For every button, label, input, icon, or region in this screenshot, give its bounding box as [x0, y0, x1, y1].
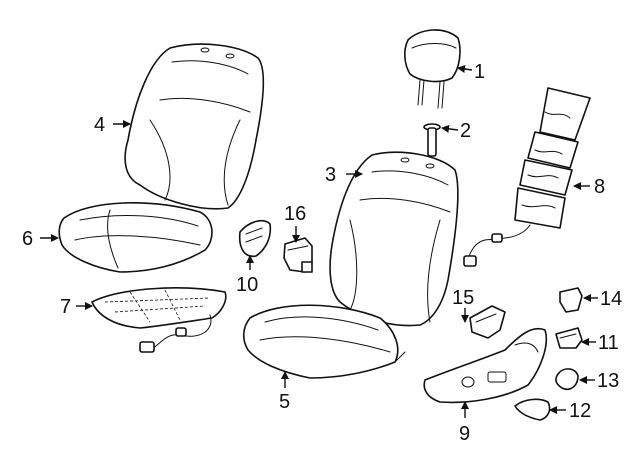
callout-7: 7	[60, 296, 71, 318]
part-11-cover	[555, 327, 583, 349]
callout-12: 12	[569, 400, 591, 422]
part-8-seat-back-heater	[463, 87, 591, 267]
part-1-headrest	[404, 29, 461, 109]
callout-6: 6	[22, 228, 33, 250]
callout-1: 1	[474, 61, 485, 83]
part-5-seat-cushion	[242, 304, 406, 379]
callout-8: 8	[594, 176, 605, 198]
part-14-knob	[559, 287, 583, 313]
callout-labels: 1 2 3 4 5 6 7 8 9 10 11 12 13 14 15 16	[22, 61, 622, 445]
callout-11: 11	[598, 332, 619, 354]
callout-10: 10	[236, 274, 258, 296]
part-4-seat-back-cover	[124, 43, 265, 210]
callout-3: 3	[325, 164, 336, 186]
callout-13: 13	[597, 370, 619, 392]
part-2-headrest-guide	[423, 123, 441, 157]
part-13-cap	[555, 368, 579, 391]
callout-5: 5	[279, 391, 290, 413]
callout-14: 14	[600, 288, 622, 310]
callout-2: 2	[460, 120, 471, 142]
leader-lines	[40, 65, 598, 418]
part-15-bracket	[469, 305, 506, 339]
callout-16: 16	[284, 203, 306, 225]
part-9-side-shield	[423, 328, 547, 404]
part-16-bracket	[283, 237, 313, 273]
part-12-lever	[514, 398, 551, 421]
callout-9: 9	[459, 423, 470, 445]
callout-4: 4	[94, 114, 105, 136]
part-6-seat-cushion-cover	[58, 202, 213, 273]
callout-15: 15	[452, 287, 474, 309]
part-3-seat-back	[329, 151, 459, 327]
part-10-side-trim	[238, 219, 272, 258]
part-7-heater-pad	[91, 287, 227, 353]
